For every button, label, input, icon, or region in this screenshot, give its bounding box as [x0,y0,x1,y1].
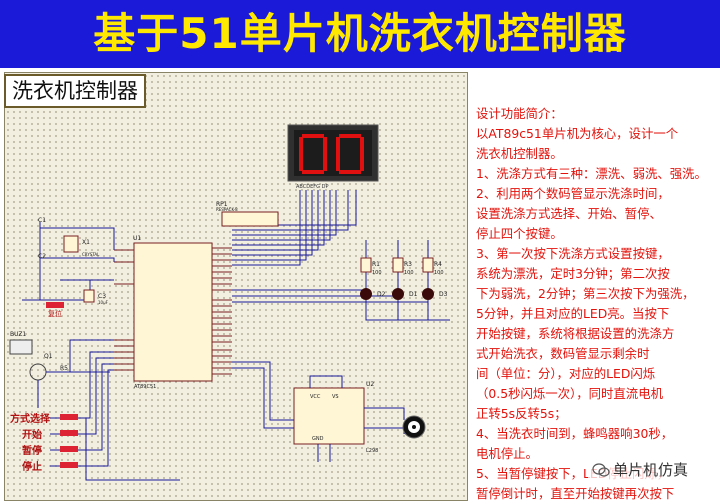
x1-label: X1 [82,239,90,246]
led-d3 [422,288,434,300]
description-line: 洗衣机控制器。 [476,146,563,161]
description-line: （0.5秒闪烁一次），同时直流电机 [476,386,663,401]
description-line: 正转5s反转5s； [476,406,567,421]
seven-segment-display: ABCDEFG DP [287,124,379,190]
r5-label: R5 [60,365,68,372]
gnd-label: GND [312,436,324,442]
wechat-icon [592,463,610,477]
r4-value: 100 [434,270,444,276]
mode-button-label: 方式选择 [10,412,51,425]
reset-button[interactable] [46,302,64,308]
digit-left [299,134,327,174]
description-line: 4、当洗衣时间到，蜂鸣器响30秒， [476,426,674,441]
description-line: 以AT89c51单片机为核心，设计一个 [476,126,679,141]
rp1-sub-label: RESPACK-8 [216,207,238,212]
x1-part-label: CRYSTAL [82,252,100,257]
u2-part-label: L298 [366,448,378,454]
description-line: 设计功能简介： [476,106,563,121]
r3-value: 100 [404,270,414,276]
stop-button-label: 停止 [22,460,42,473]
vcc-label: VCC [310,394,321,400]
c2-label: C2 [38,253,46,260]
banner-title: 基于51单片机洗衣机控制器 [93,9,627,58]
description-line: 5分钟，并且对应的LED亮。当按下 [476,306,670,321]
schematic-title: 洗衣机控制器 [4,74,146,108]
description-panel [468,72,720,501]
rp1-label: RP1 [216,201,228,208]
u1-part-label: AT89C51 [134,384,156,390]
description-line: 系统为漂洗，定时3分钟；第二次按 [476,266,670,281]
stop-button-switch[interactable] [60,462,78,468]
led-d1 [392,288,404,300]
watermark-text: 单片机仿真 [613,461,689,479]
buzzer: BUZ1 [9,331,33,355]
motor-driver-u2: U2 L298 VCC VS GND [293,381,378,454]
description-line: 式开始洗衣，数码管显示剩余时 [476,346,650,361]
crystal-circuit [22,222,115,301]
dc-motor [402,415,426,439]
schematic-diagram: ABCDEFG DP RP1 RESPACK-8 U1 AT89C51 C1 C… [9,124,450,481]
c3-value: 10uF [98,300,109,305]
r4-label: R4 [434,261,442,268]
description-line: 间（单位：分），对应的LED闪烁 [476,366,656,381]
d1-label: D1 [409,291,418,298]
vs-label: VS [332,394,339,400]
q1-label: Q1 [44,353,53,360]
description-line: 1、洗涤方式有三种：漂洗、弱洗、强洗。 [476,166,707,181]
watermark: 单片机仿真 [588,458,693,482]
d3-label: D3 [439,291,448,298]
description-line: 开始按键，系统将根据设置的洗涤方 [476,326,675,341]
c3-label: C3 [98,293,106,300]
resistor-pack-rp1: RP1 RESPACK-8 [216,201,279,227]
mcu-chip-u1: U1 AT89C51 [133,235,213,390]
start-button-switch[interactable] [60,430,78,436]
digit-right [336,134,364,174]
mode-button-switch[interactable] [60,414,78,420]
title-banner: 基于51单片机洗衣机控制器 [0,0,720,68]
c1-label: C1 [38,217,46,224]
description-line: 3、第一次按下洗涤方式设置按键， [476,246,670,261]
description-line: 设置洗涤方式选择、开始、暂停、 [476,206,662,221]
schematic-canvas [4,72,468,501]
reset-label: 复位 [48,309,62,318]
pause-button-label: 暂停 [22,444,42,457]
r1-value: 100 [372,270,382,276]
start-button-label: 开始 [22,428,42,441]
led-d2 [360,288,372,300]
r1-label: R1 [372,261,380,268]
buzzer-label: BUZ1 [10,331,27,338]
description-line: 暂停倒计时，直至开始按键再次按下 [476,486,675,501]
description-text: 设计功能简介： 以AT89c51单片机为核心，设计一个 洗衣机控制器。 1、洗涤… [476,104,712,504]
u2-label: U2 [366,381,374,388]
description-line: 2、利用两个数码管显示洗涤时间， [476,186,670,201]
u1-label: U1 [133,235,141,242]
segment-pin-label: ABCDEFG DP [296,184,328,190]
description-line: 停止四个按键。 [476,226,563,241]
description-line: 电机停止。 [476,446,538,461]
d2-label: D2 [377,291,386,298]
description-line: 下为弱洗，2分钟；第三次按下为强洗， [476,286,695,301]
pause-button-switch[interactable] [60,446,78,452]
r3-label: R3 [404,261,412,268]
